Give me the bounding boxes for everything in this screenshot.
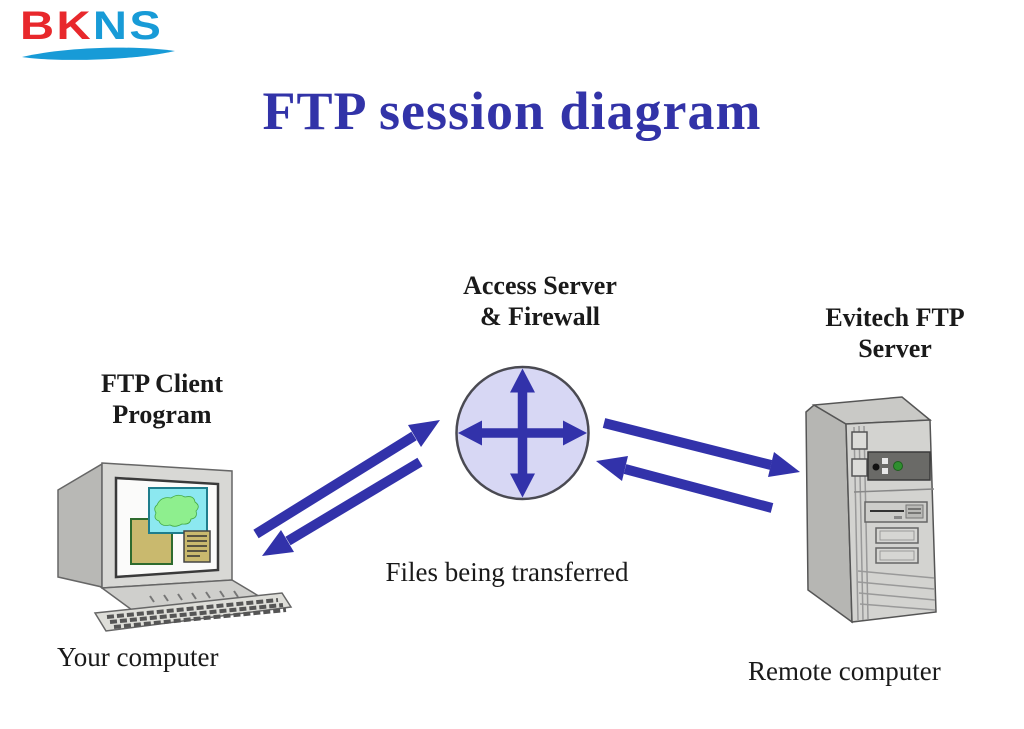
server-caption: Remote computer	[748, 656, 941, 686]
led-panel	[867, 451, 931, 481]
logo-text-bk: BK	[20, 4, 93, 48]
logo-text: BKNS	[20, 6, 221, 46]
firewall-label-line2: & Firewall	[479, 302, 601, 331]
monitor-side	[57, 462, 103, 588]
firewall-label-line1: Access Server	[463, 271, 617, 300]
floppy-drive	[864, 501, 928, 523]
server-button-2	[851, 458, 868, 477]
client-label: FTP Client Program	[62, 368, 262, 430]
cross-arrows	[458, 368, 587, 498]
desktop-computer-icon	[57, 462, 293, 632]
server-button-1	[851, 431, 868, 450]
bkns-logo: BKNS	[20, 6, 190, 60]
client-caption: Your computer	[57, 642, 219, 672]
arrow-firewall-to-server	[602, 418, 800, 477]
client-label-line2: Program	[112, 400, 212, 429]
drive-bays	[875, 527, 919, 564]
server-label-line1: Evitech FTP	[825, 303, 965, 332]
server-label: Evitech FTP Server	[795, 302, 995, 364]
client-label-line1: FTP Client	[100, 369, 224, 398]
logo-swoosh-icon	[22, 47, 175, 60]
crossroads-arrows-circle-icon	[455, 365, 590, 501]
page-title: FTP session diagram	[262, 81, 762, 141]
logo-text-ns: NS	[92, 4, 164, 48]
map-blob	[154, 494, 199, 527]
front-divider	[853, 488, 935, 493]
firewall-label: Access Server & Firewall	[440, 270, 640, 332]
server-side	[805, 404, 853, 624]
window-text-lines	[187, 535, 207, 557]
transfer-caption: Files being transferred	[385, 557, 629, 587]
bottom-vents	[857, 570, 936, 611]
keyboard-keys	[106, 598, 287, 629]
server-label-line2: Server	[858, 334, 932, 363]
tower-server-icon	[805, 396, 937, 624]
deck-vents	[149, 590, 239, 603]
arrow-server-to-firewall	[596, 456, 774, 513]
